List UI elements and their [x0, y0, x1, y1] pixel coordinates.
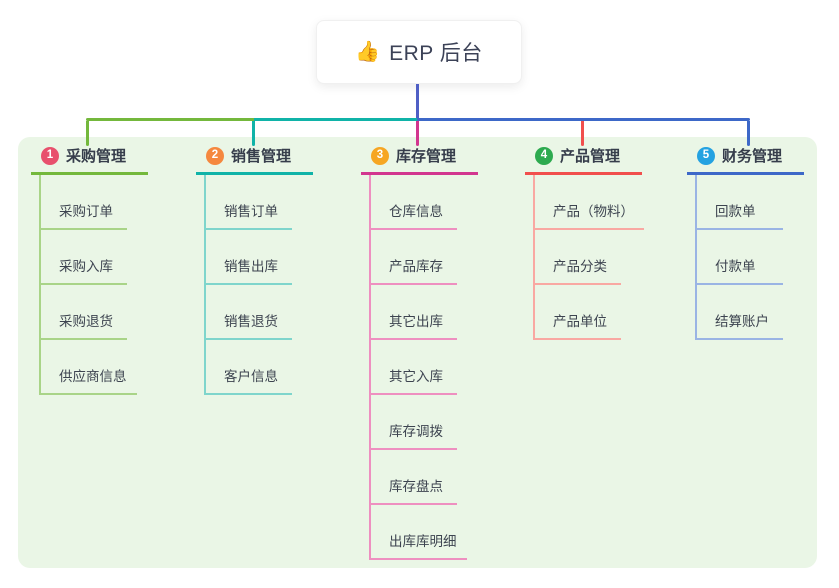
branch-5: 5 财务管理 回款单付款单结算账户 [687, 145, 804, 340]
mindmap-node-item[interactable]: 采购退货 [41, 285, 127, 340]
connector-drop-branch-1 [86, 121, 89, 146]
mindmap-node-item[interactable]: 库存调拨 [371, 395, 457, 450]
branch-number-badge: 2 [206, 146, 224, 165]
item-label: 销售出库 [224, 259, 278, 275]
branch-4: 4 产品管理 产品（物料） 产品分类产品单位 [525, 145, 644, 340]
item-label: 采购订单 [59, 204, 113, 220]
branch-group-panel [18, 137, 817, 568]
branch-items: 销售订单销售出库销售退货客户信息 [204, 175, 313, 395]
item-label: 客户信息 [224, 369, 278, 385]
branch-1: 1 采购管理 采购订单采购入库采购退货供应商信息 [31, 145, 148, 395]
mindmap-node-item[interactable]: 产品分类 [535, 230, 621, 285]
branch-number-badge: 5 [697, 146, 715, 165]
item-label: 产品（物料） [553, 204, 634, 220]
mindmap-node-item[interactable]: 销售退货 [206, 285, 292, 340]
connector-root-drop [416, 84, 419, 121]
item-label: 库存盘点 [389, 479, 443, 495]
item-label: 供应商信息 [59, 369, 127, 385]
branch-header[interactable]: 3 库存管理 [361, 145, 478, 175]
item-label: 产品单位 [553, 314, 607, 330]
branch-2: 2 销售管理 销售订单销售出库销售退货客户信息 [196, 145, 313, 395]
branch-items: 采购订单采购入库采购退货供应商信息 [39, 175, 148, 395]
branch-items: 仓库信息产品库存其它出库其它入库库存调拨库存盘点出库库明细 [369, 175, 478, 560]
item-label: 库存调拨 [389, 424, 443, 440]
connector-trunk-mid [254, 118, 417, 121]
branch-title: 产品管理 [560, 148, 621, 165]
mindmap-node-item[interactable]: 销售出库 [206, 230, 292, 285]
branch-header[interactable]: 4 产品管理 [525, 145, 642, 175]
mindmap-node-item[interactable]: 产品库存 [371, 230, 457, 285]
branch-items: 产品（物料） 产品分类产品单位 [533, 175, 644, 340]
branch-title: 采购管理 [66, 148, 127, 165]
mindmap-node-item[interactable]: 客户信息 [206, 340, 292, 395]
mindmap-node-item[interactable]: 产品单位 [535, 285, 621, 340]
mindmap-node-item[interactable]: 销售订单 [206, 175, 292, 230]
mindmap-node-item[interactable]: 结算账户 [697, 285, 783, 340]
root-node-label: ERP 后台 [389, 42, 483, 65]
branch-header[interactable]: 1 采购管理 [31, 145, 148, 175]
item-label: 回款单 [715, 204, 756, 220]
branch-title: 库存管理 [396, 148, 457, 165]
mindmap-node-item[interactable]: 回款单 [697, 175, 783, 230]
branch-header[interactable]: 2 销售管理 [196, 145, 313, 175]
connector-drop-branch-2 [252, 121, 255, 146]
branch-header[interactable]: 5 财务管理 [687, 145, 804, 175]
connector-drop-branch-3 [416, 121, 419, 146]
connector-drop-branch-4 [581, 121, 584, 146]
branch-number-badge: 1 [41, 146, 59, 165]
mindmap-node-item[interactable]: 其它入库 [371, 340, 457, 395]
item-label: 付款单 [715, 259, 756, 275]
item-label: 采购入库 [59, 259, 113, 275]
thumbs-up-icon: 👍 [355, 41, 381, 63]
branch-title: 销售管理 [231, 148, 292, 165]
mindmap-node-item[interactable]: 其它出库 [371, 285, 457, 340]
branch-items: 回款单付款单结算账户 [695, 175, 804, 340]
item-label: 其它出库 [389, 314, 443, 330]
branch-3: 3 库存管理 仓库信息产品库存其它出库其它入库库存调拨库存盘点出库库明细 [361, 145, 478, 560]
branch-title: 财务管理 [722, 148, 783, 165]
item-label: 产品分类 [553, 259, 607, 275]
mindmap-node-item[interactable]: 库存盘点 [371, 450, 457, 505]
root-node-erp[interactable]: 👍 ERP 后台 [316, 20, 522, 84]
mindmap-node-item[interactable]: 采购入库 [41, 230, 127, 285]
item-label: 采购退货 [59, 314, 113, 330]
mindmap-node-item[interactable]: 仓库信息 [371, 175, 457, 230]
mindmap-node-item[interactable]: 付款单 [697, 230, 783, 285]
item-label: 结算账户 [715, 314, 769, 330]
mindmap-node-item[interactable]: 采购订单 [41, 175, 127, 230]
item-label: 销售订单 [224, 204, 278, 220]
connector-trunk-left [86, 118, 254, 121]
item-label: 出库库明细 [389, 534, 457, 550]
branch-number-badge: 4 [535, 146, 553, 165]
branch-number-badge: 3 [371, 146, 389, 165]
mindmap-node-item[interactable]: 产品（物料） [535, 175, 644, 230]
item-label: 销售退货 [224, 314, 278, 330]
connector-trunk-right [417, 118, 750, 121]
item-label: 其它入库 [389, 369, 443, 385]
mindmap-node-item[interactable]: 出库库明细 [371, 505, 467, 560]
item-label: 产品库存 [389, 259, 443, 275]
mindmap-node-item[interactable]: 供应商信息 [41, 340, 137, 395]
connector-drop-branch-5 [747, 121, 750, 146]
item-label: 仓库信息 [389, 204, 443, 220]
